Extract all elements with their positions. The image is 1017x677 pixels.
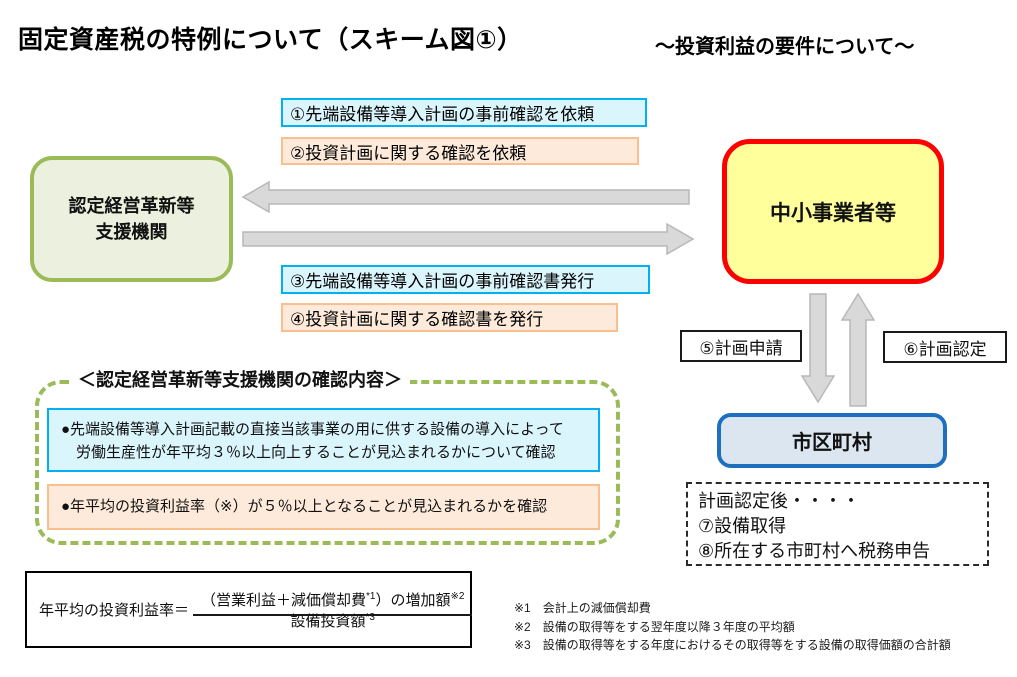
step1-label: ①先端設備等導入計画の事前確認を依頼 [281, 98, 647, 127]
formula-footnote-ref-2: ※2 [450, 590, 465, 602]
formula-denominator: 設備投資額*3 [291, 608, 375, 630]
after-certification-line: ⑦設備取得 [698, 515, 787, 536]
formula-box: 年平均の投資利益率＝ （営業利益＋減価償却費*1）の増加額※2 設備投資額*3 [25, 571, 473, 648]
footnote-item: ※3 設備の取得等をする年度におけるその取得等をする設備の取得価額の合計額 [514, 638, 951, 653]
formula-fraction: （営業利益＋減価償却費*1）の増加額※2 設備投資額*3 [193, 589, 473, 631]
sme-box: 中小事業者等 [722, 139, 944, 284]
sme-label: 中小事業者等 [770, 201, 896, 225]
formula-footnote-ref-1: *1 [366, 590, 376, 602]
arrow-left-icon [241, 181, 690, 213]
confirmation-item-roi-text: ●年平均の投資利益率（※）が５％以上となることが見込まれるかを確認 [61, 497, 548, 515]
page-title: 固定資産税の特例について（スキーム図①） [18, 26, 523, 54]
municipality-box: 市区町村 [717, 413, 947, 468]
support-org-label-line2: 支援機関 [95, 222, 168, 242]
footnote-item: ※2 設備の取得等をする翌年度以降３年度の平均額 [514, 619, 795, 634]
footnotes: ※1 会計上の減価償却費 ※2 設備の取得等をする翌年度以降３年度の平均額 ※3… [514, 599, 951, 655]
after-certification-line: ⑧所在する市町村へ税務申告 [698, 540, 931, 561]
step4-label: ④投資計画に関する確認書を発行 [281, 303, 618, 332]
formula-footnote-ref-3: *3 [365, 611, 375, 623]
footnote-item: ※1 会計上の減価償却費 [514, 601, 651, 615]
formula-lhs: 年平均の投資利益率＝ [39, 602, 190, 619]
formula-denominator-text: 設備投資額 [290, 612, 366, 630]
formula-numerator-text: （営業利益＋減価償却費 [201, 591, 367, 609]
arrow-right-icon [242, 222, 695, 256]
step5-label: ⑤計画申請 [680, 330, 802, 362]
formula-numerator: （営業利益＋減価償却費*1）の増加額※2 [193, 590, 473, 616]
step6-label: ⑥計画認定 [883, 331, 1007, 363]
municipality-label: 市区町村 [792, 432, 872, 454]
arrow-up-icon [841, 292, 875, 407]
page-subtitle: ～投資利益の要件について～ [655, 36, 915, 58]
confirmation-item-productivity-line2: 労働生産性が年平均３％以上向上することが見込まれるかについて確認 [76, 443, 556, 461]
confirmation-panel-title: ＜認定経営革新等支援機関の確認内容＞ [70, 366, 410, 392]
step2-label: ②投資計画に関する確認を依頼 [281, 137, 639, 165]
confirmation-item-roi: ●年平均の投資利益率（※）が５％以上となることが見込まれるかを確認 [47, 484, 600, 530]
formula-numerator-text: ）の増加額 [375, 591, 451, 609]
confirmation-item-productivity-line1: ●先端設備等導入計画記載の直接当該事業の用に供する設備の導入によって [61, 421, 564, 438]
arrow-down-icon [801, 293, 835, 404]
after-certification-line: 計画認定後・・・・ [698, 491, 860, 511]
confirmation-item-productivity: ●先端設備等導入計画記載の直接当該事業の用に供する設備の導入によって 労働生産性… [47, 408, 600, 472]
step3-label: ③先端設備等導入計画の事前確認書発行 [281, 265, 650, 294]
support-org-box: 認定経営革新等 支援機関 [30, 156, 233, 282]
support-org-label-line1: 認定経営革新等 [68, 195, 195, 216]
after-certification-note: 計画認定後・・・・ ⑦設備取得 ⑧所在する市町村へ税務申告 [686, 482, 989, 566]
